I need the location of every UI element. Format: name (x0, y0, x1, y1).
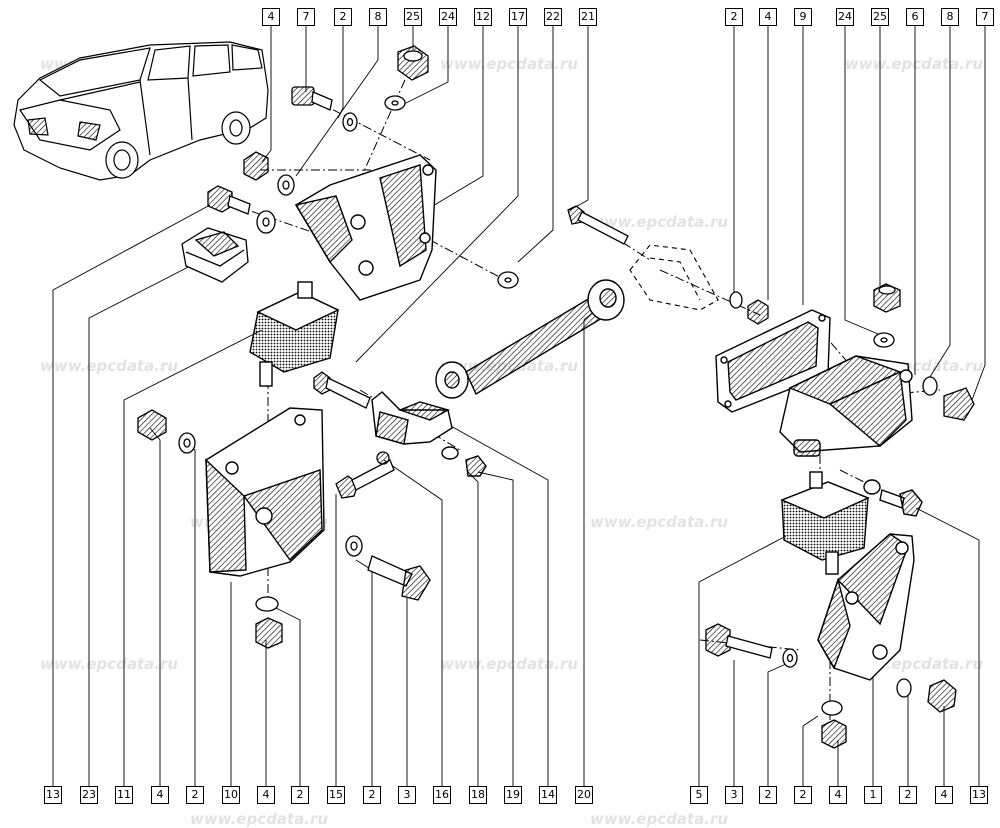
watermark: www.epcdata.ru (440, 55, 579, 73)
callout-label: 2 (759, 786, 777, 804)
callout-label: 12 (474, 8, 492, 26)
callout-label: 6 (906, 8, 924, 26)
callout-label: 24 (836, 8, 854, 26)
lower-left-bracket (205, 407, 325, 577)
callout-label: 25 (404, 8, 422, 26)
small-hardware-lower-left (137, 371, 431, 649)
callout-label: 5 (690, 786, 708, 804)
lower-right-bracket (817, 533, 915, 681)
callout-label: 2 (725, 8, 743, 26)
callout-label: 2 (363, 786, 381, 804)
callout-label: 23 (80, 786, 98, 804)
watermark: www.epcdata.ru (590, 513, 729, 531)
watermark: www.epcdata.ru (845, 55, 984, 73)
callout-label: 10 (222, 786, 240, 804)
upper-left-bracket (294, 154, 437, 301)
callout-label: 4 (257, 786, 275, 804)
watermark: www.epcdata.ru (590, 213, 729, 231)
bolt-21 (567, 205, 629, 245)
callout-label: 4 (151, 786, 169, 804)
hidden-bracket (629, 244, 719, 311)
callout-label: 7 (297, 8, 315, 26)
callout-label: 2 (186, 786, 204, 804)
watermark: www.epcdata.ru (40, 357, 179, 375)
callout-label: 18 (469, 786, 487, 804)
rubber-mount-right (780, 471, 923, 575)
watermark: www.epcdata.ru (440, 655, 579, 673)
callout-label: 22 (544, 8, 562, 26)
callout-label: 7 (976, 8, 994, 26)
watermark: www.epcdata.ru (40, 655, 179, 673)
rubber-mount-left (249, 281, 340, 387)
callout-label: 2 (794, 786, 812, 804)
callout-label: 8 (369, 8, 387, 26)
callout-label: 2 (334, 8, 352, 26)
leader-lines (52, 25, 986, 786)
upper-right-gasket (715, 309, 831, 413)
callout-label: 9 (794, 8, 812, 26)
upper-right-bracket (779, 355, 913, 457)
callout-label: 20 (575, 786, 593, 804)
small-hardware-lower-right (705, 623, 957, 749)
callout-label: 13 (44, 786, 62, 804)
callout-label: 14 (539, 786, 557, 804)
callout-label: 24 (439, 8, 457, 26)
callout-label: 8 (941, 8, 959, 26)
callout-label: 25 (871, 8, 889, 26)
callout-label: 4 (262, 8, 280, 26)
callout-label: 2 (899, 786, 917, 804)
callout-label: 3 (725, 786, 743, 804)
torque-rod (371, 279, 625, 477)
callout-label: 19 (504, 786, 522, 804)
callout-label: 13 (970, 786, 988, 804)
callout-label: 21 (579, 8, 597, 26)
callout-label: 4 (935, 786, 953, 804)
callout-label: 1 (864, 786, 882, 804)
vehicle-illustration (13, 41, 269, 181)
callout-label: 16 (433, 786, 451, 804)
small-hardware-top-right (729, 283, 975, 421)
callout-label: 17 (509, 8, 527, 26)
callout-label: 4 (759, 8, 777, 26)
callout-label: 3 (398, 786, 416, 804)
callout-label: 15 (327, 786, 345, 804)
small-hardware-top-left (181, 45, 519, 289)
callout-label: 11 (115, 786, 133, 804)
callout-label: 4 (829, 786, 847, 804)
callout-label: 2 (291, 786, 309, 804)
